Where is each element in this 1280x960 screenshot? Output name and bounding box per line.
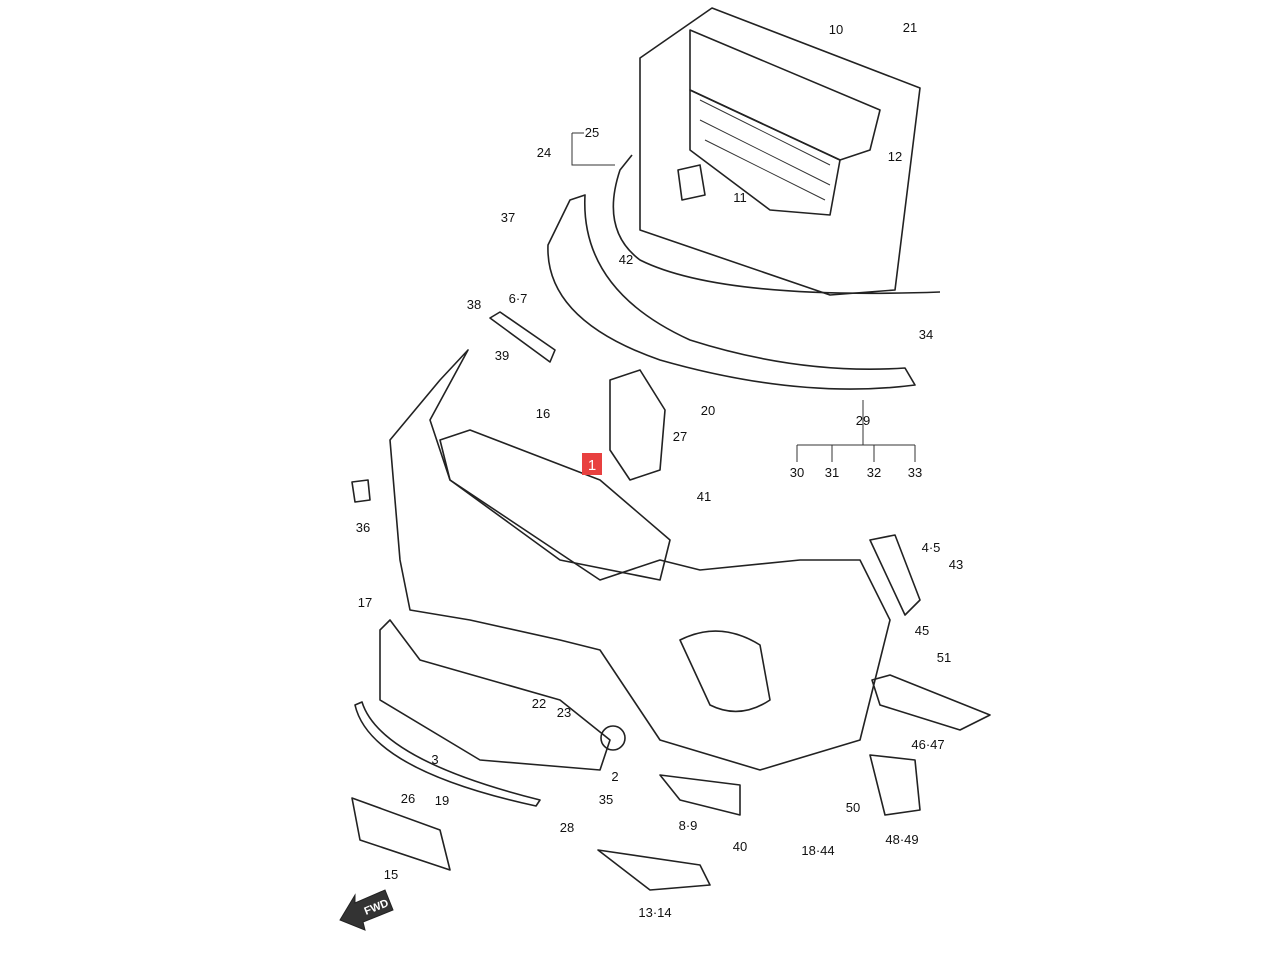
callout-13-14: 13·14: [638, 905, 671, 920]
callout-12: 12: [888, 149, 902, 164]
callout-10: 10: [829, 22, 843, 37]
upper-cover: [547, 194, 916, 390]
fog-opening: [679, 630, 771, 713]
callout-22: 22: [532, 696, 546, 711]
callout-21: 21: [903, 20, 917, 35]
callout-39: 39: [495, 348, 509, 363]
upper-molding: [612, 154, 941, 295]
callout-46-47: 46·47: [911, 737, 944, 752]
bracket-4-5: [869, 534, 921, 616]
lower-strip-26: [354, 701, 541, 807]
callout-48-49: 48·49: [885, 832, 918, 847]
callout-4-5: 4·5: [922, 540, 941, 555]
callout-25: 25: [585, 125, 599, 140]
callout-41: 41: [697, 489, 711, 504]
callout-24: 24: [537, 145, 551, 160]
callout-32: 32: [867, 465, 881, 480]
callout-17: 17: [358, 595, 372, 610]
bracket-8-9: [659, 774, 741, 816]
front-bumper: [389, 349, 891, 771]
callout-40: 40: [733, 839, 747, 854]
forward-direction-arrow: FWD: [339, 889, 394, 931]
bracket-27: [609, 369, 666, 481]
callout-50: 50: [846, 800, 860, 815]
callout-36: 36: [356, 520, 370, 535]
callout-19: 19: [435, 793, 449, 808]
callout-45: 45: [915, 623, 929, 638]
callout-35: 35: [599, 792, 613, 807]
callout-42: 42: [619, 252, 633, 267]
bracket-48-49: [869, 754, 921, 816]
callout-43: 43: [949, 557, 963, 572]
callout-51: 51: [937, 650, 951, 665]
highlight-box: [582, 453, 602, 475]
callout-2: 2: [611, 769, 618, 784]
callout-18-44: 18·44: [801, 843, 834, 858]
callout-37: 37: [501, 210, 515, 225]
callout-1: 1: [588, 457, 596, 474]
callout-29: 29: [856, 413, 870, 428]
callout-15: 15: [384, 867, 398, 882]
fog-cover-13-14: [597, 849, 711, 891]
callout-6-7: 6·7: [509, 291, 528, 306]
callout-23: 23: [557, 705, 571, 720]
callout-16: 16: [536, 406, 550, 421]
license-bracket-15: [351, 797, 451, 871]
callout-28: 28: [560, 820, 574, 835]
callout-20: 20: [701, 403, 715, 418]
callout-26: 26: [401, 791, 415, 806]
bracket-6-7: [489, 311, 556, 363]
callout-8-9: 8·9: [679, 818, 698, 833]
grille-assembly: [639, 7, 921, 296]
callout-11: 11: [733, 190, 747, 205]
callout-27: 27: [673, 429, 687, 444]
tow-cap-2: [600, 725, 626, 751]
callout-38: 38: [467, 297, 481, 312]
absorber: [439, 429, 671, 581]
callout-31: 31: [825, 465, 839, 480]
callout-34: 34: [919, 327, 933, 342]
clip-36: [351, 479, 371, 503]
callout-33: 33: [908, 465, 922, 480]
callout-30: 30: [790, 465, 804, 480]
callout-3: 3: [431, 752, 438, 767]
lower-grille-3: [379, 619, 611, 771]
bracket-46-47: [871, 674, 991, 731]
